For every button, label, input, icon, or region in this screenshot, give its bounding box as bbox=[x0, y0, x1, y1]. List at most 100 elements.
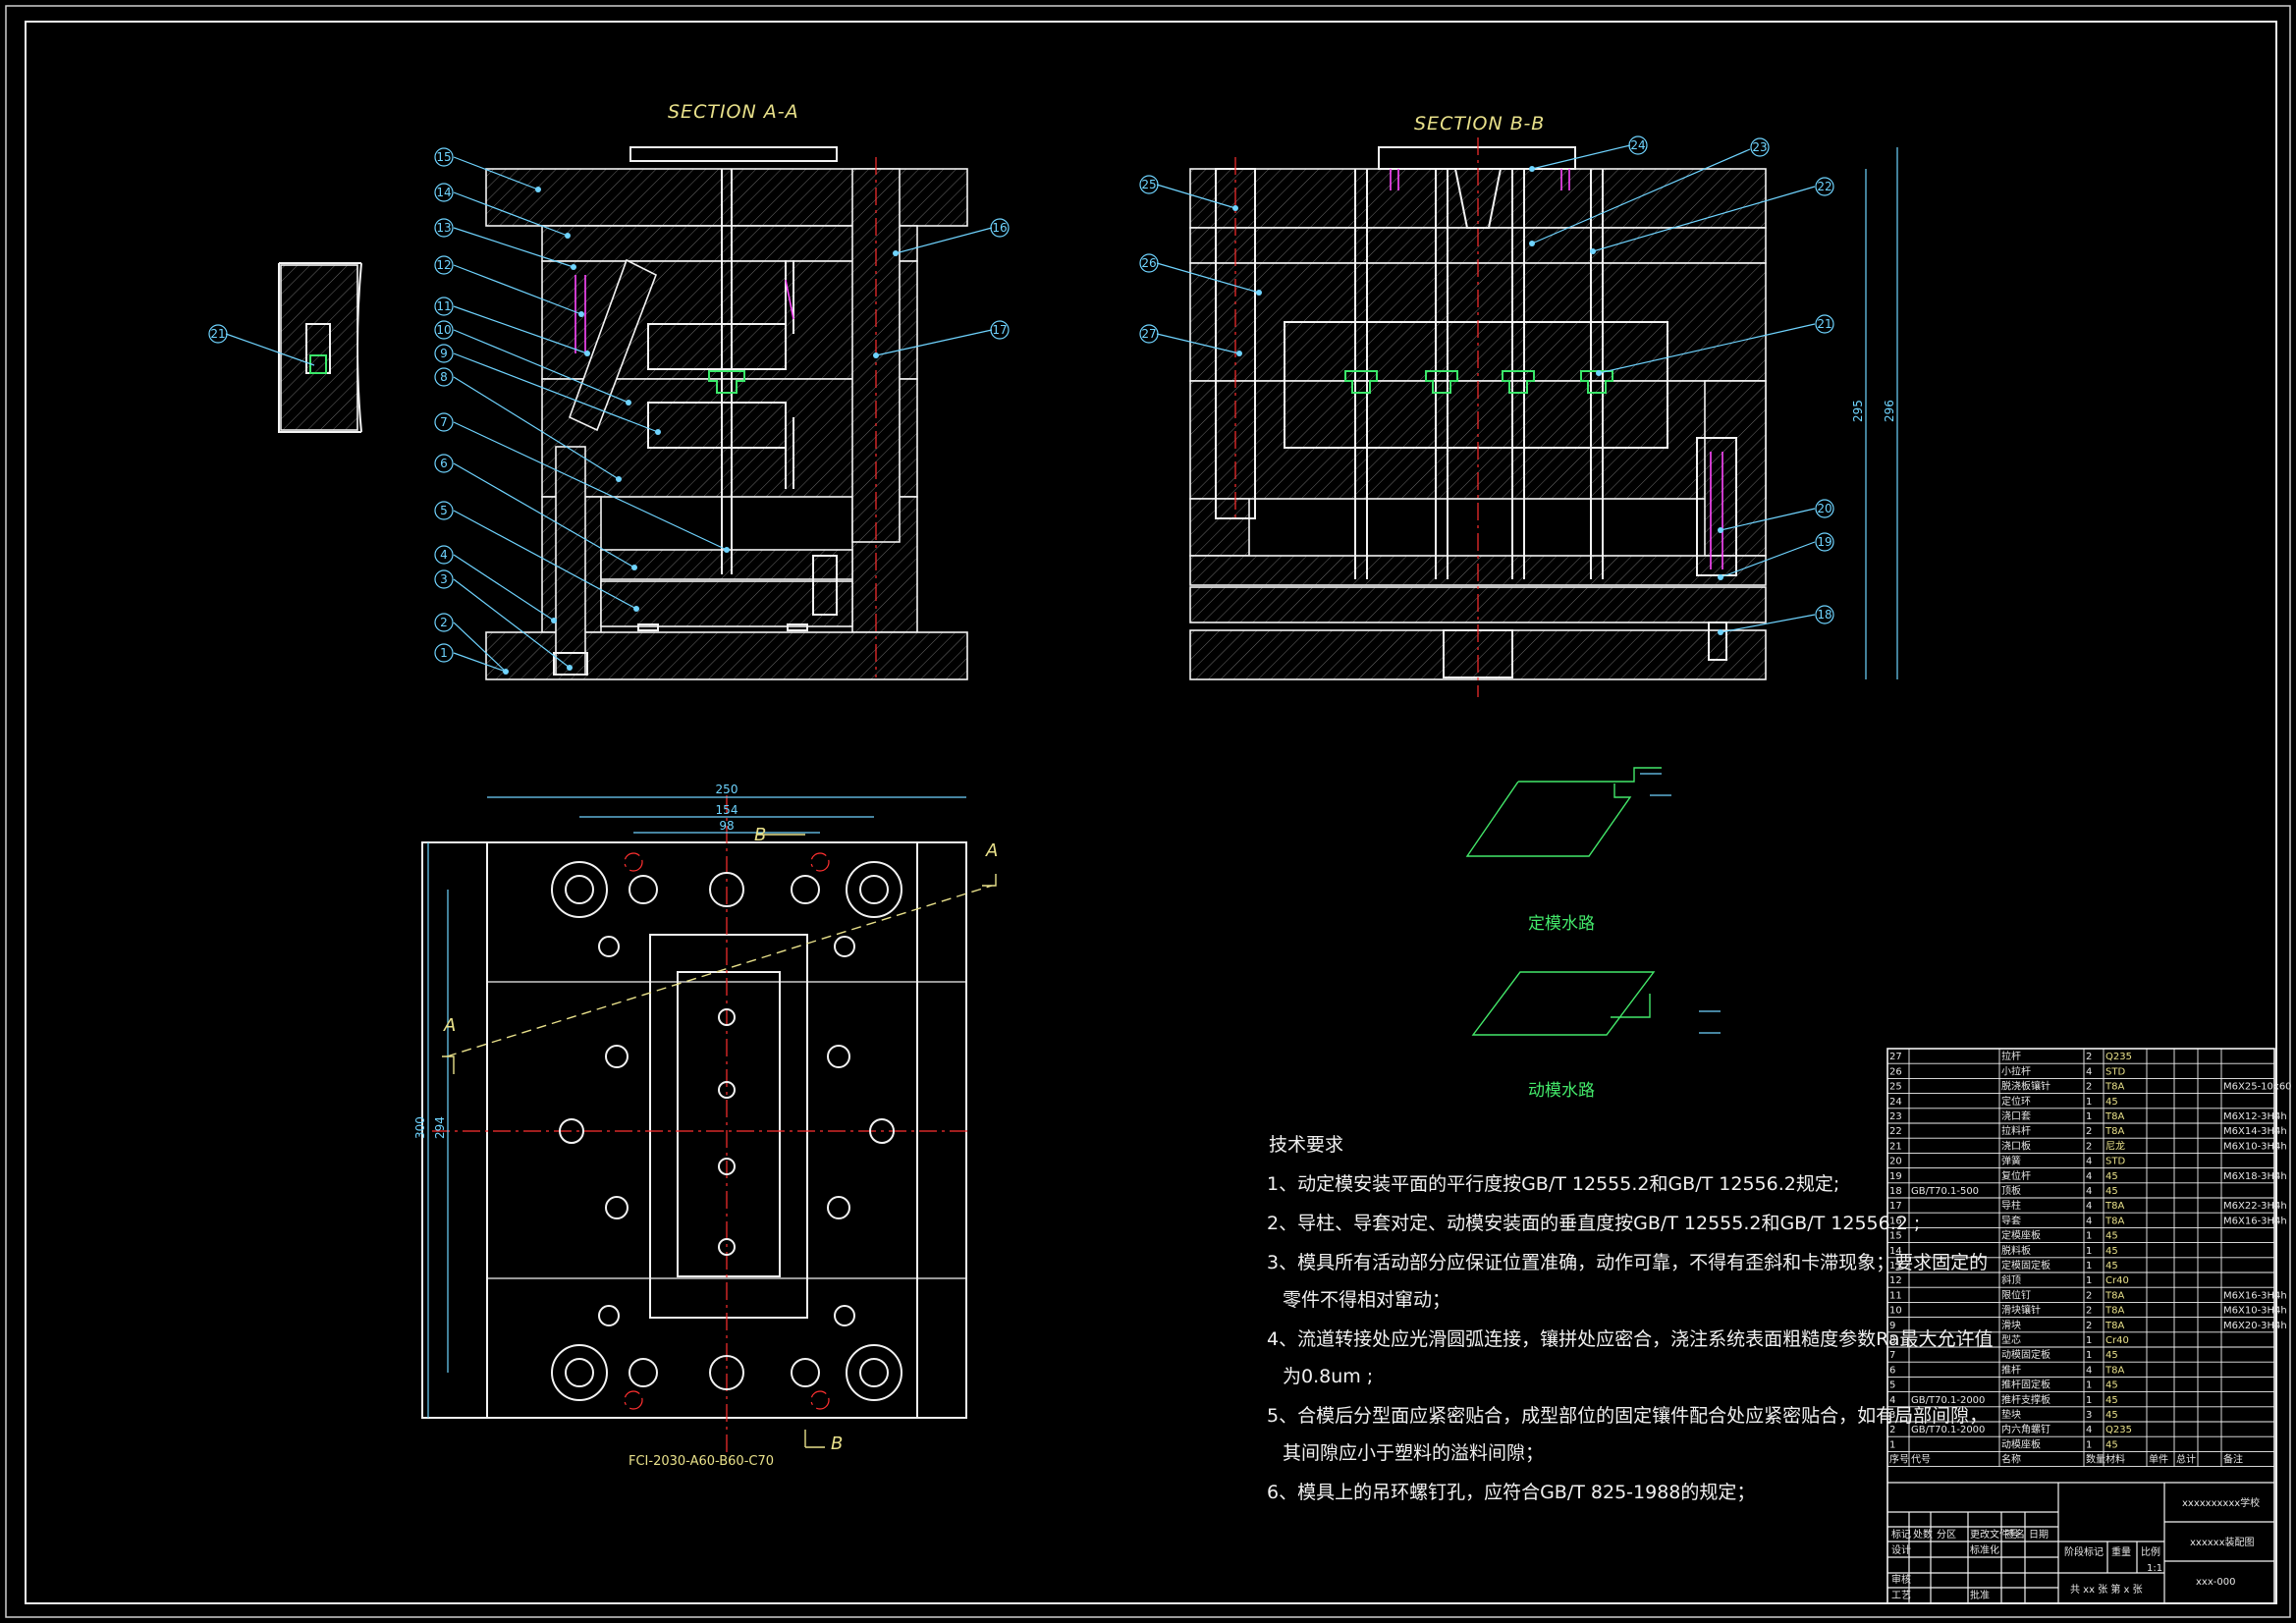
bom-cell-qty: 2 bbox=[2086, 1306, 2092, 1317]
detail-callout-21: 21 bbox=[210, 327, 225, 341]
section-b-b-view: SECTION B-B bbox=[1139, 113, 1898, 697]
bom-header-cell: 材料 bbox=[2105, 1453, 2125, 1466]
bom-cell-name: 型芯 bbox=[2001, 1333, 2021, 1346]
bom-cell-qty: 4 bbox=[2086, 1066, 2092, 1077]
tb-cell-date: 日期 bbox=[2029, 1529, 2049, 1541]
tb-cell-change: 更改文件号 bbox=[1970, 1528, 2019, 1541]
outer-frame bbox=[5, 5, 2291, 1618]
bom-header-cell: 总计 bbox=[2176, 1453, 2196, 1466]
bom-cell-no: 4 bbox=[1889, 1395, 1895, 1406]
callout-4: 4 bbox=[440, 548, 448, 562]
callout-21: 21 bbox=[1817, 317, 1831, 331]
tb-cell-standard: 标准化 bbox=[1970, 1543, 1999, 1556]
notes-line-9: 6、模具上的吊环螺钉孔，应符合GB/T 825-1988的规定； bbox=[1267, 1482, 1755, 1503]
bom-cell-mat: T8A bbox=[2105, 1126, 2124, 1137]
bom-cell-qty: 2 bbox=[2086, 1141, 2092, 1152]
bom-cell-no: 19 bbox=[1889, 1171, 1902, 1182]
bom-cell-qty: 2 bbox=[2086, 1052, 2092, 1062]
plan-dim-294: 294 bbox=[433, 1116, 447, 1139]
callout-12: 12 bbox=[436, 258, 451, 272]
bom-cell-name: 垫块 bbox=[2001, 1408, 2021, 1421]
bom-cell-name: 复位杆 bbox=[2001, 1169, 2031, 1182]
bom-cell-mat: 45 bbox=[2105, 1380, 2118, 1391]
tb-cell-sign: 签名 bbox=[2005, 1528, 2025, 1541]
tb-cell-review: 审核 bbox=[1891, 1573, 1911, 1586]
callout-3: 3 bbox=[440, 572, 448, 586]
bom-cell-mat: 45 bbox=[2105, 1231, 2118, 1242]
bom-cell-qty: 4 bbox=[2086, 1216, 2092, 1226]
bom-cell-no: 6 bbox=[1889, 1365, 1895, 1376]
bom-cell-name: 推杆固定板 bbox=[2001, 1379, 2050, 1391]
notes-line-1: 1、动定模安装平面的平行度按GB/T 12555.2和GB/T 12556.2规… bbox=[1267, 1173, 1839, 1195]
bom-cell-mat: 45 bbox=[2105, 1246, 2118, 1257]
bom-cell-mat: T8A bbox=[2105, 1216, 2124, 1226]
bom-cell-no: 22 bbox=[1889, 1126, 1902, 1137]
mould-base-code: FCI-2030-A60-B60-C70 bbox=[629, 1454, 774, 1469]
bom-cell-name: 推杆支撑板 bbox=[2001, 1393, 2050, 1406]
notes-line-3: 3、模具所有活动部分应保证位置准确，动作可靠，不得有歪斜和卡滞现象；要求固定的 bbox=[1267, 1252, 1988, 1273]
bom-cell-no: 13 bbox=[1889, 1261, 1902, 1271]
bom-cell-note: M6X14-3H4h bbox=[2223, 1126, 2287, 1137]
callout-7: 7 bbox=[440, 415, 448, 429]
bom-cell-note: M6X16-3H4h bbox=[2223, 1216, 2287, 1226]
bom-cell-no: 20 bbox=[1889, 1157, 1902, 1167]
dim-296: 296 bbox=[1883, 400, 1896, 422]
bom-cell-qty: 1 bbox=[2086, 1111, 2092, 1122]
bom-cell-no: 16 bbox=[1889, 1216, 1902, 1226]
plan-marker-b-top: B bbox=[754, 825, 766, 845]
callout-26: 26 bbox=[1141, 256, 1156, 270]
bom-cell-qty: 2 bbox=[2086, 1321, 2092, 1331]
bom-cell-qty: 1 bbox=[2086, 1275, 2092, 1286]
bom-header-cell: 代号 bbox=[1911, 1454, 1931, 1466]
bom-cell-no: 3 bbox=[1889, 1410, 1895, 1421]
bom-cell-std: GB/T70.1-2000 bbox=[1911, 1395, 1985, 1406]
notes-line-8: 其间隙应小于塑料的溢料间隙； bbox=[1283, 1442, 1544, 1464]
bom-cell-mat: 45 bbox=[2105, 1171, 2118, 1182]
bom-cell-name: 浇口套 bbox=[2001, 1109, 2031, 1122]
callout-8: 8 bbox=[440, 370, 448, 384]
bom-header-cell: 单件 bbox=[2149, 1454, 2168, 1466]
moving-water-label: 动模水路 bbox=[1528, 1081, 1595, 1101]
callout-22: 22 bbox=[1817, 180, 1831, 193]
bom-cell-std: GB/T70.1-500 bbox=[1911, 1186, 1979, 1197]
bom-cell-mat: T8A bbox=[2105, 1321, 2124, 1331]
bom-cell-name: 斜顶 bbox=[2001, 1273, 2021, 1286]
bom-cell-name: 定模固定板 bbox=[2001, 1259, 2050, 1271]
bom-cell-no: 14 bbox=[1889, 1246, 1902, 1257]
bom-cell-no: 7 bbox=[1889, 1350, 1895, 1361]
section-a-title: SECTION A-A bbox=[668, 101, 799, 123]
bom-cell-qty: 1 bbox=[2086, 1439, 2092, 1450]
tb-cell-ratio: 比例 bbox=[2141, 1545, 2160, 1558]
notes-title: 技术要求 bbox=[1269, 1134, 1343, 1156]
bom-cell-no: 18 bbox=[1889, 1186, 1902, 1197]
callout-20: 20 bbox=[1817, 502, 1831, 515]
callout-10: 10 bbox=[436, 323, 451, 337]
technical-requirements: 技术要求 1、动定模安装平面的平行度按GB/T 12555.2和GB/T 125… bbox=[1267, 1134, 1994, 1503]
tb-cell-zone: 分区 bbox=[1937, 1529, 1956, 1541]
bom-cell-name: 限位钉 bbox=[2001, 1288, 2031, 1301]
callout-15: 15 bbox=[436, 150, 451, 164]
bom-cell-note: M6X12-3H4h bbox=[2223, 1111, 2287, 1122]
section-a-a-view: SECTION A-A bbox=[434, 101, 1010, 680]
bom-cell-name: 拉杆 bbox=[2001, 1050, 2021, 1062]
notes-line-5: 4、流道转接处应光滑圆弧连接，镶拼处应密合，浇注系统表面粗糙度参数Ra最大允许值 bbox=[1267, 1328, 1994, 1350]
bom-cell-name: 浇口板 bbox=[2001, 1139, 2031, 1152]
bom-cell-no: 26 bbox=[1889, 1066, 1902, 1077]
callout-16: 16 bbox=[992, 221, 1007, 235]
bom-cell-name: 脱浇板镶针 bbox=[2001, 1080, 2050, 1093]
bom-cell-note: M6X25-10x60 bbox=[2223, 1082, 2292, 1093]
bom-cell-name: 小拉杆 bbox=[2001, 1064, 2031, 1077]
bom-cell-mat: STD bbox=[2105, 1157, 2125, 1167]
bom-cell-no: 24 bbox=[1889, 1097, 1902, 1108]
bom-cell-name: 内六角螺钉 bbox=[2001, 1423, 2050, 1435]
bom-cell-name: 滑块镶针 bbox=[2001, 1304, 2041, 1317]
section-b-title: SECTION B-B bbox=[1414, 113, 1545, 135]
tb-cell-mark: 标记 bbox=[1891, 1529, 1911, 1541]
drawing-name: xxxxxx装配图 bbox=[2190, 1536, 2255, 1548]
bom-cell-qty: 1 bbox=[2086, 1231, 2092, 1242]
bom-cell-qty: 1 bbox=[2086, 1261, 2092, 1271]
drawing-scale: 1:1 bbox=[2147, 1563, 2162, 1574]
bom-cell-mat: 尼龙 bbox=[2105, 1139, 2125, 1152]
plan-marker-a-left: A bbox=[443, 1015, 456, 1036]
